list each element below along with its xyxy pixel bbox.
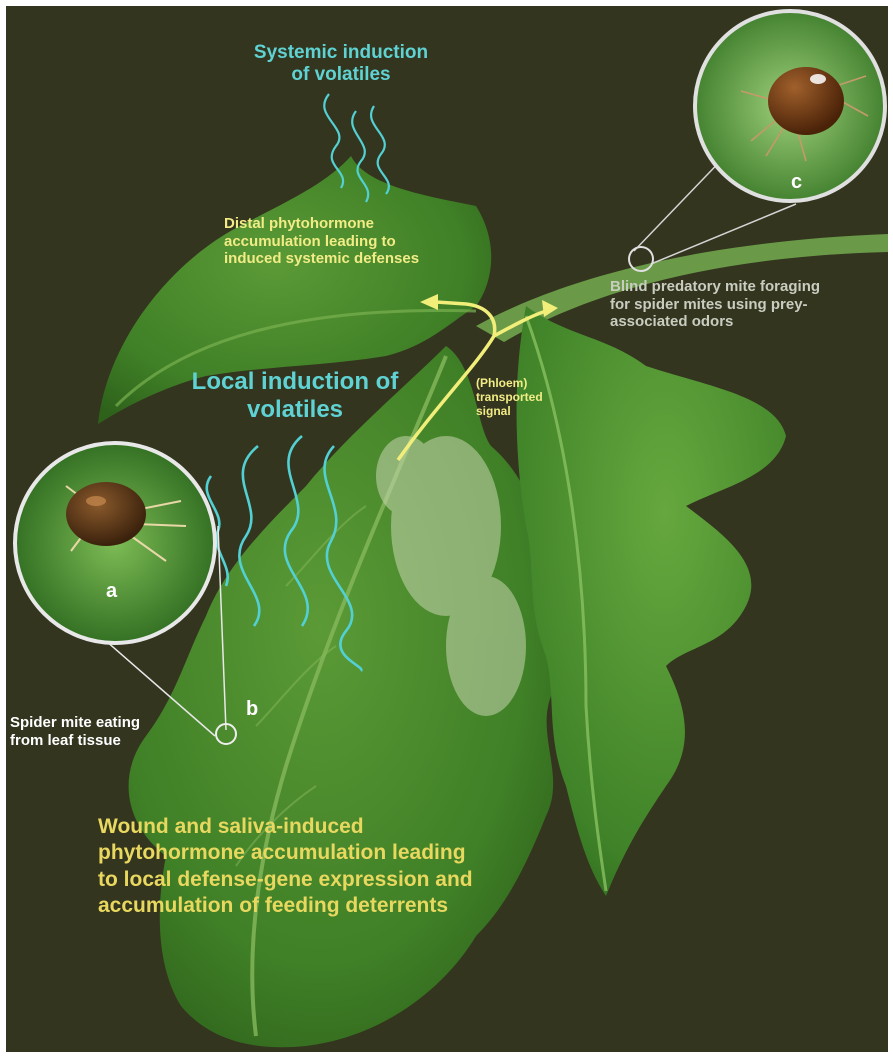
marker-b: b: [246, 698, 258, 722]
systemic-line-1: Systemic induction: [241, 42, 441, 64]
wound-line-2: phytohormone accumulation leading: [98, 840, 578, 866]
predatory-line-1: Blind predatory mite foraging: [610, 278, 888, 296]
systemic-volatiles-label: Systemic induction of volatiles: [241, 42, 441, 87]
wound-line-3: to local defense-gene expression and: [98, 867, 578, 893]
diagram-panel: Systemic induction of volatiles Distal p…: [6, 6, 888, 1052]
phloem-line-3: signal: [476, 404, 596, 418]
marker-c: c: [791, 171, 802, 195]
distal-line-3: induced systemic defenses: [224, 250, 504, 268]
wound-line-4: accumulation of feeding deterrents: [98, 893, 578, 919]
spider-mite-label: Spider mite eating from leaf tissue: [10, 714, 210, 749]
spider-mite-line-2: from leaf tissue: [10, 732, 210, 750]
predatory-line-2: for spider mites using prey-: [610, 296, 888, 314]
spider-mite-line-1: Spider mite eating: [10, 714, 210, 732]
marker-a: a: [106, 580, 117, 604]
phloem-line-1: (Phloem): [476, 376, 596, 390]
predatory-mite-label: Blind predatory mite foraging for spider…: [610, 278, 888, 331]
local-volatiles-label: Local induction of volatiles: [170, 368, 420, 425]
phloem-label: (Phloem) transported signal: [476, 376, 596, 418]
distal-label: Distal phytohormone accumulation leading…: [224, 215, 504, 268]
predatory-line-3: associated odors: [610, 313, 888, 331]
local-line-1: Local induction of: [170, 368, 420, 396]
systemic-line-2: of volatiles: [241, 64, 441, 86]
wound-label: Wound and saliva-induced phytohormone ac…: [98, 814, 578, 920]
wound-line-1: Wound and saliva-induced: [98, 814, 578, 840]
local-line-2: volatiles: [170, 396, 420, 424]
phloem-line-2: transported: [476, 390, 596, 404]
distal-line-2: accumulation leading to: [224, 233, 504, 251]
distal-line-1: Distal phytohormone: [224, 215, 504, 233]
